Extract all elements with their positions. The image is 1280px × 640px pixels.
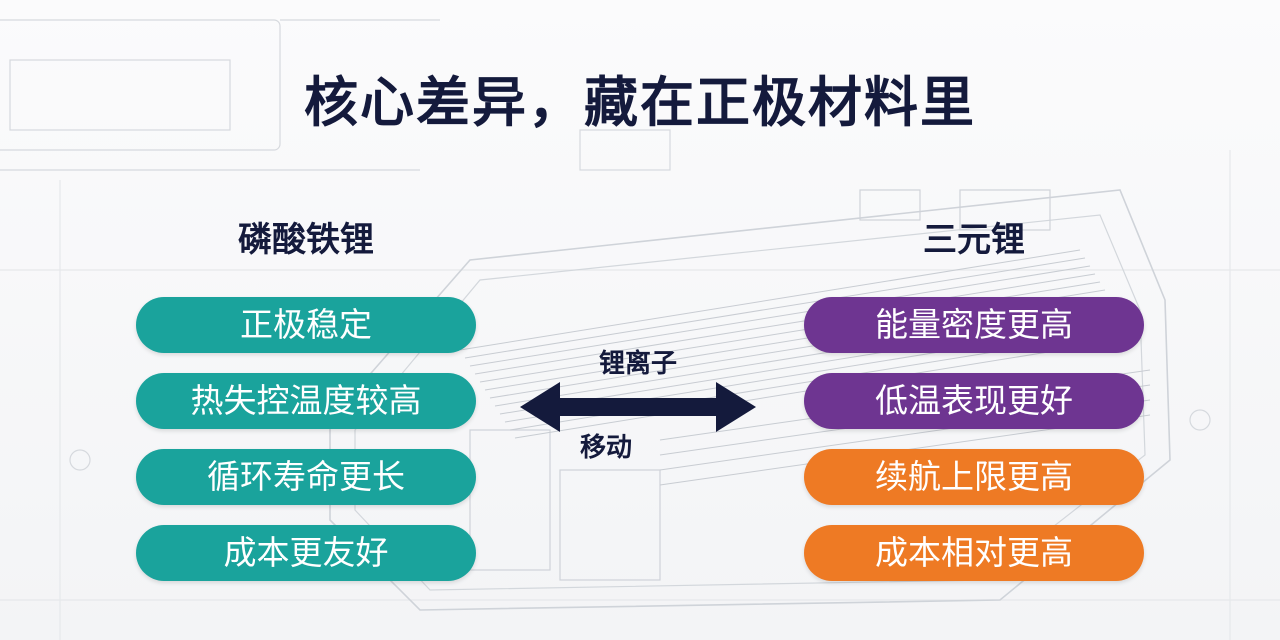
double-arrow-icon [520,382,756,432]
lfp-heading: 磷酸铁锂 [238,220,374,260]
page-title: 核心差异，藏在正极材料里 [304,71,976,134]
ncm-heading: 三元锂 [923,220,1025,260]
arrow-label-top: 锂离子 [598,349,677,379]
ncm-item-3: 续航上限更高 [804,449,1144,505]
lfp-item-2: 热失控温度较高 [136,373,476,429]
lfp-item-3: 循环寿命更长 [136,449,476,505]
ncm-item-1: 能量密度更高 [804,297,1144,353]
lfp-item-4: 成本更友好 [136,525,476,581]
ncm-item-2: 低温表现更好 [804,373,1144,429]
ncm-item-4: 成本相对更高 [804,525,1144,581]
arrow-label-bottom: 移动 [579,433,632,463]
lfp-item-1: 正极稳定 [136,297,476,353]
